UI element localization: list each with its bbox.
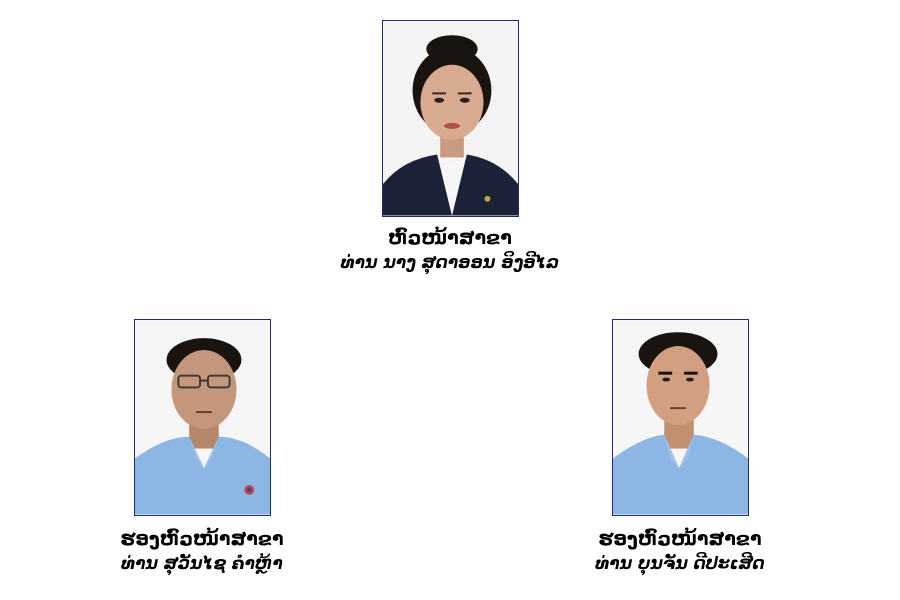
female-portrait-image <box>382 21 518 216</box>
head-of-branch-photo <box>381 20 519 217</box>
head-of-branch-title: ຫົວໜ້າສາຂາ <box>388 227 512 249</box>
deputy-head-right-title: ຮອງຫົວໜ້າສາຂາ <box>598 528 762 550</box>
deputy-head-left-photo <box>133 319 271 516</box>
deputy-head-right-card: ຮອງຫົວໜ້າສາຂາ ທ່ານ ບຸນຈັນ ດີປະເສີດ <box>540 319 820 576</box>
head-of-branch-card: ຫົວໜ້າສາຂາ ທ່ານ ນາງ ສຸດາອອນ ອິງອີໄລ <box>300 20 600 275</box>
deputy-head-right-photo <box>611 319 749 516</box>
male-portrait-image <box>612 320 748 515</box>
deputy-head-left-name: ທ່ານ ສຸວັນໄຊ ຄຳຫຼ້າ <box>121 554 283 574</box>
male-portrait-glasses-image <box>134 320 270 515</box>
deputy-head-left-card: ຮອງຫົວໜ້າສາຂາ ທ່ານ ສຸວັນໄຊ ຄຳຫຼ້າ <box>62 319 342 576</box>
deputy-head-right-name: ທ່ານ ບຸນຈັນ ດີປະເສີດ <box>595 554 765 574</box>
head-of-branch-name: ທ່ານ ນາງ ສຸດາອອນ ອິງອີໄລ <box>340 253 560 273</box>
deputy-head-left-title: ຮອງຫົວໜ້າສາຂາ <box>120 528 284 550</box>
